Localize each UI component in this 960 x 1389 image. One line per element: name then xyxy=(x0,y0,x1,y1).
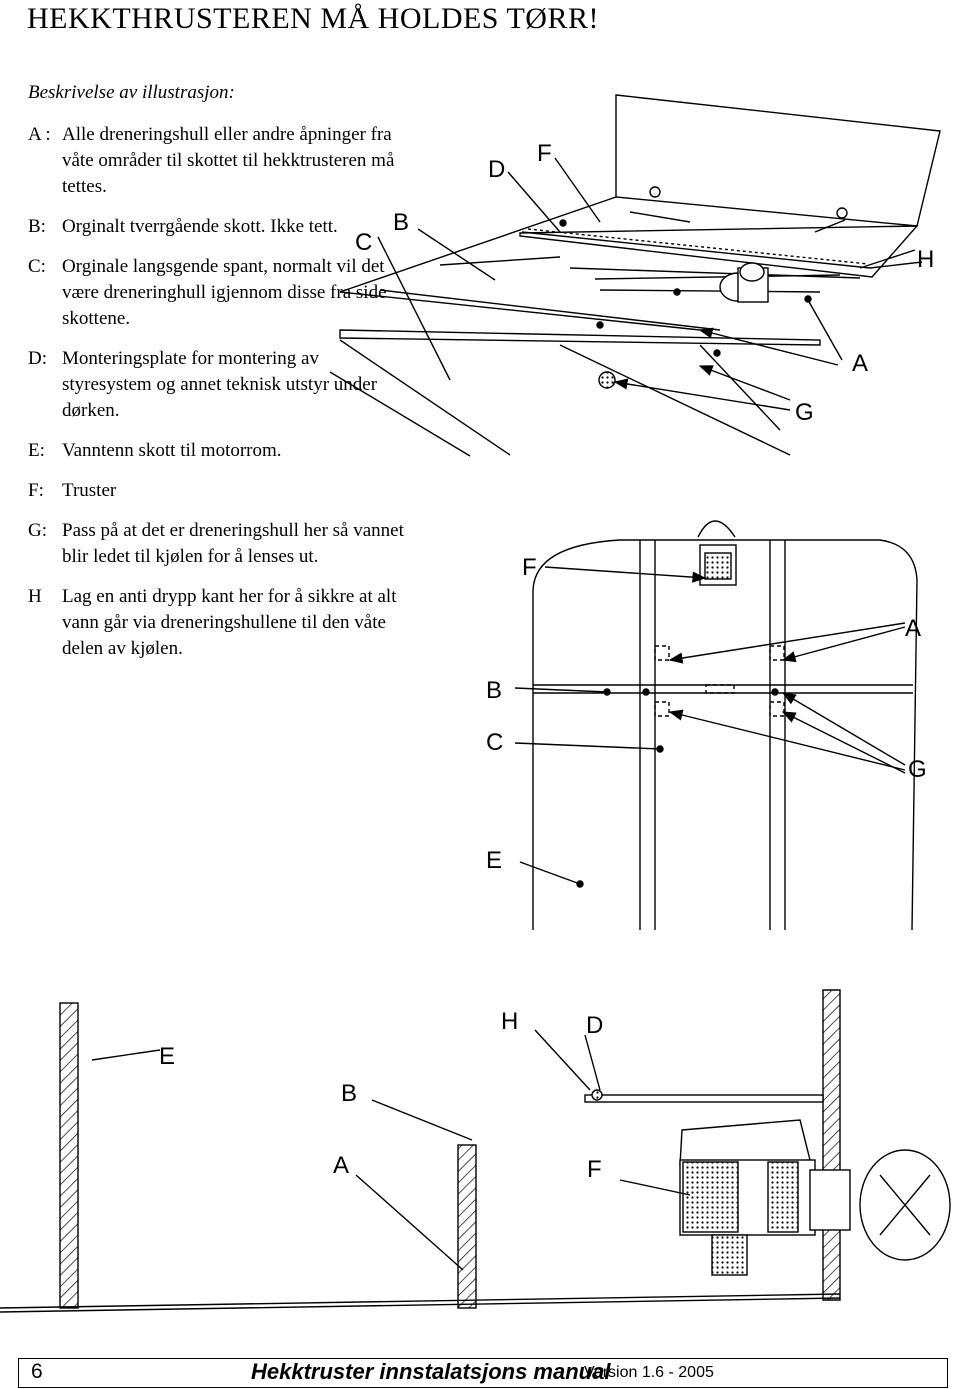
legend-text: Orginale langsgende spant, normalt vil d… xyxy=(62,256,387,329)
label-h: H xyxy=(501,1008,518,1035)
legend-key: H xyxy=(28,586,42,607)
transom-plate xyxy=(615,94,941,227)
legend-item-f: F: Truster xyxy=(28,478,408,504)
legend-item-c: C: Orginale langsgende spant, normalt vi… xyxy=(28,254,408,332)
label-b: B xyxy=(341,1080,357,1107)
legend-key: A : xyxy=(28,124,51,145)
label-d: D xyxy=(488,156,505,183)
legend-list: A : Alle dreneringshull eller andre åpni… xyxy=(28,122,408,676)
mounting-plate xyxy=(584,1094,824,1103)
legend-item-b: B: Orginalt tverrgående skott. Ikke tett… xyxy=(28,214,408,240)
legend-key: F: xyxy=(28,480,44,501)
legend-key: E: xyxy=(28,440,45,461)
page-footer: 6 Hekktruster innstalatsjons manual Vers… xyxy=(18,1358,948,1388)
label-d: D xyxy=(586,1012,603,1039)
label-e: E xyxy=(486,847,502,874)
legend-key: B: xyxy=(28,216,46,237)
label-b: B xyxy=(393,209,409,236)
thruster-motor xyxy=(679,1119,811,1166)
drip-edge xyxy=(521,231,923,269)
legend-text: Orginalt tverrgående skott. Ikke tett. xyxy=(62,216,338,237)
legend-item-h: H Lag en anti drypp kant her for å sikkr… xyxy=(28,584,408,662)
drain-hole xyxy=(598,371,616,389)
label-g: G xyxy=(795,399,814,426)
figure3-labels: E B H D A F xyxy=(159,1008,603,1183)
watertight-bulkhead xyxy=(457,1144,477,1309)
legend-text: Monteringsplate for montering av styresy… xyxy=(62,348,378,421)
label-b: B xyxy=(486,677,502,704)
legend-key: D: xyxy=(28,348,47,369)
hull-outline xyxy=(532,539,918,931)
transom-wall xyxy=(822,989,841,1301)
legend-text: Lag en anti drypp kant her for å sikkre … xyxy=(62,586,397,659)
label-a: A xyxy=(852,350,868,377)
legend-text: Alle dreneringshull eller andre åpninger… xyxy=(62,124,395,197)
legend-item-d: D: Monteringsplate for montering av styr… xyxy=(28,346,408,424)
label-e: E xyxy=(159,1043,175,1070)
label-c: C xyxy=(486,729,503,756)
page-number: 6 xyxy=(31,1360,43,1383)
label-a: A xyxy=(905,615,921,642)
longitudinal-frame xyxy=(339,329,821,346)
page-title: HEKKTHRUSTEREN MÅ HOLDES TØRR! xyxy=(27,2,599,35)
illustration-description-heading: Beskrivelse av illustrasjon: xyxy=(28,82,235,103)
mounting-plate xyxy=(519,225,919,278)
figure-section-view xyxy=(0,989,951,1313)
manual-title: Hekktruster innstalatsjons manual xyxy=(251,1359,611,1384)
legend-item-g: G: Pass på at det er dreneringshull her … xyxy=(28,518,408,570)
legend-item-a: A : Alle dreneringshull eller andre åpni… xyxy=(28,122,408,200)
label-g: G xyxy=(908,756,927,783)
label-h: H xyxy=(917,246,934,273)
label-c: C xyxy=(355,229,372,256)
legend-text: Vanntenn skott til motorrom. xyxy=(62,440,282,461)
label-a: A xyxy=(333,1152,349,1179)
figure-perspective-hull xyxy=(329,94,941,457)
engine-room-bulkhead xyxy=(59,1002,79,1309)
version-text: Version 1.6 - 2005 xyxy=(584,1364,714,1381)
label-f: F xyxy=(537,140,552,167)
legend-key: C: xyxy=(28,256,46,277)
legend-item-e: E: Vanntenn skott til motorrom. xyxy=(28,438,408,464)
figure2-labels: F A B C G E xyxy=(486,554,927,874)
frame-line xyxy=(339,196,617,293)
legend-text: Pass på at det er dreneringshull her så … xyxy=(62,520,404,567)
label-f: F xyxy=(522,554,537,581)
figure-top-view-hull xyxy=(514,520,918,931)
legend-key: G: xyxy=(28,520,47,541)
figure1-labels: C B D F H A G xyxy=(355,140,934,426)
label-f: F xyxy=(587,1156,602,1183)
legend-text: Truster xyxy=(62,480,117,501)
